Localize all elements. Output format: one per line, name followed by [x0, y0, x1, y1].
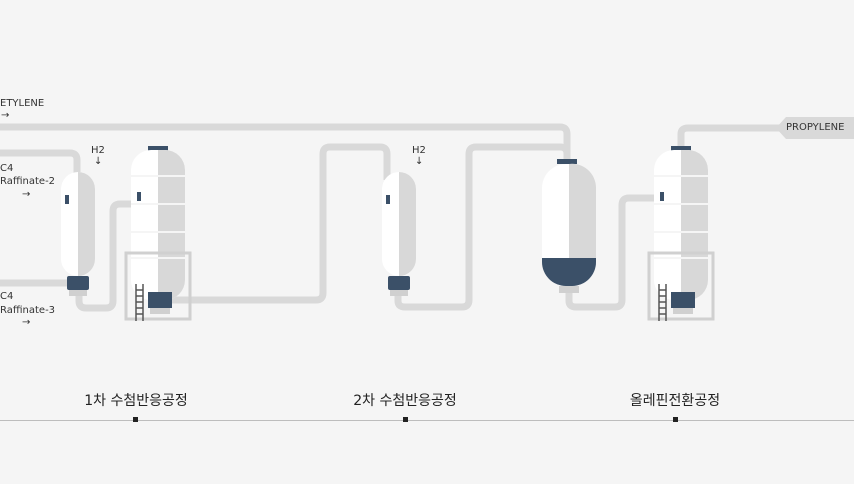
stage-title-2: 2차 수첨반응공정 [353, 393, 457, 409]
ethylene-arrow: → [1, 110, 10, 121]
h2-label-1: H2 [91, 145, 105, 156]
reactor-tower-olefin [647, 146, 715, 321]
ethylene-label: ETYLENE [0, 98, 45, 109]
propylene-output-tag [776, 117, 854, 139]
c4-label-2: C4 [0, 291, 14, 302]
separator-vessel [542, 159, 597, 293]
olefin-to-propylene-pipe [677, 124, 780, 150]
ethylene-pipe [0, 123, 571, 162]
stage-marker-2 [403, 417, 408, 422]
raffinate2-arrow: → [22, 189, 31, 200]
timeline-baseline [0, 420, 854, 421]
small-reactor-1 [61, 172, 95, 296]
reactor2-to-stage2-pipe [162, 143, 391, 304]
propylene-label: PROPYLENE [786, 122, 845, 133]
reactor-tower-1 [124, 146, 192, 321]
raffinate2-label: Raffinate-2 [0, 176, 56, 187]
h2-label-2: H2 [412, 145, 426, 156]
stage-title-3: 올레핀전환공정 [629, 393, 721, 409]
stage-title-1: 1차 수첨반응공정 [84, 393, 188, 409]
c4-raffinate2-pipe [0, 149, 81, 180]
stage-marker-1 [133, 417, 138, 422]
raffinate3-label: Raffinate-3 [0, 305, 56, 316]
stage-marker-3 [673, 417, 678, 422]
separator-to-olefin-pipe [565, 194, 660, 311]
stage2-to-separator-pipe [394, 143, 571, 311]
h2-arrow-2: ↓ [415, 156, 424, 167]
reactor1-to-reactor2-pipe [75, 200, 136, 312]
raffinate3-arrow: → [22, 317, 31, 328]
c4-label-1: C4 [0, 163, 14, 174]
small-reactor-2 [382, 172, 416, 296]
h2-arrow-1: ↓ [94, 156, 103, 167]
